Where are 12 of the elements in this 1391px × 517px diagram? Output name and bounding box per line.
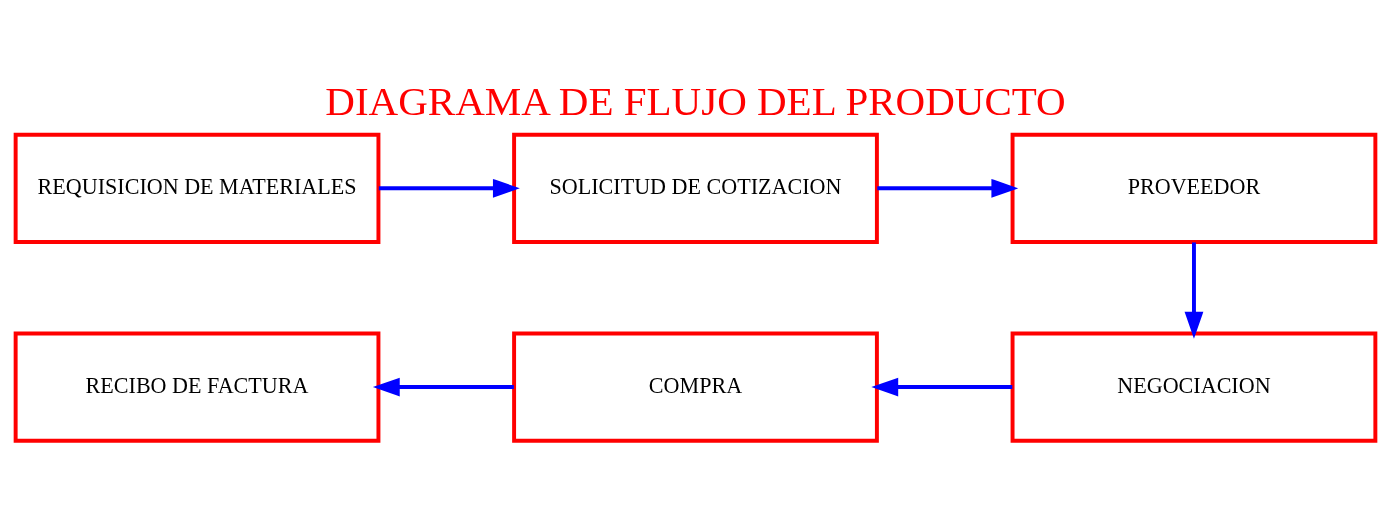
node-box: REQUISICION DE MATERIALES: [13, 132, 381, 244]
node-box: NEGOCIACION: [1010, 331, 1378, 443]
arrow: [372, 377, 514, 397]
arrow: [871, 377, 1013, 397]
node-box: PROVEEDOR: [1010, 132, 1378, 244]
arrow: [378, 178, 520, 198]
node-box: RECIBO DE FACTURA: [13, 331, 381, 443]
diagram-title: DIAGRAMA DE FLUJO DEL PRODUCTO: [325, 78, 1066, 125]
arrow: [877, 178, 1019, 198]
arrow: [1184, 242, 1204, 339]
node-box: SOLICITUD DE COTIZACION: [512, 132, 879, 244]
node-box: COMPRA: [512, 331, 879, 443]
